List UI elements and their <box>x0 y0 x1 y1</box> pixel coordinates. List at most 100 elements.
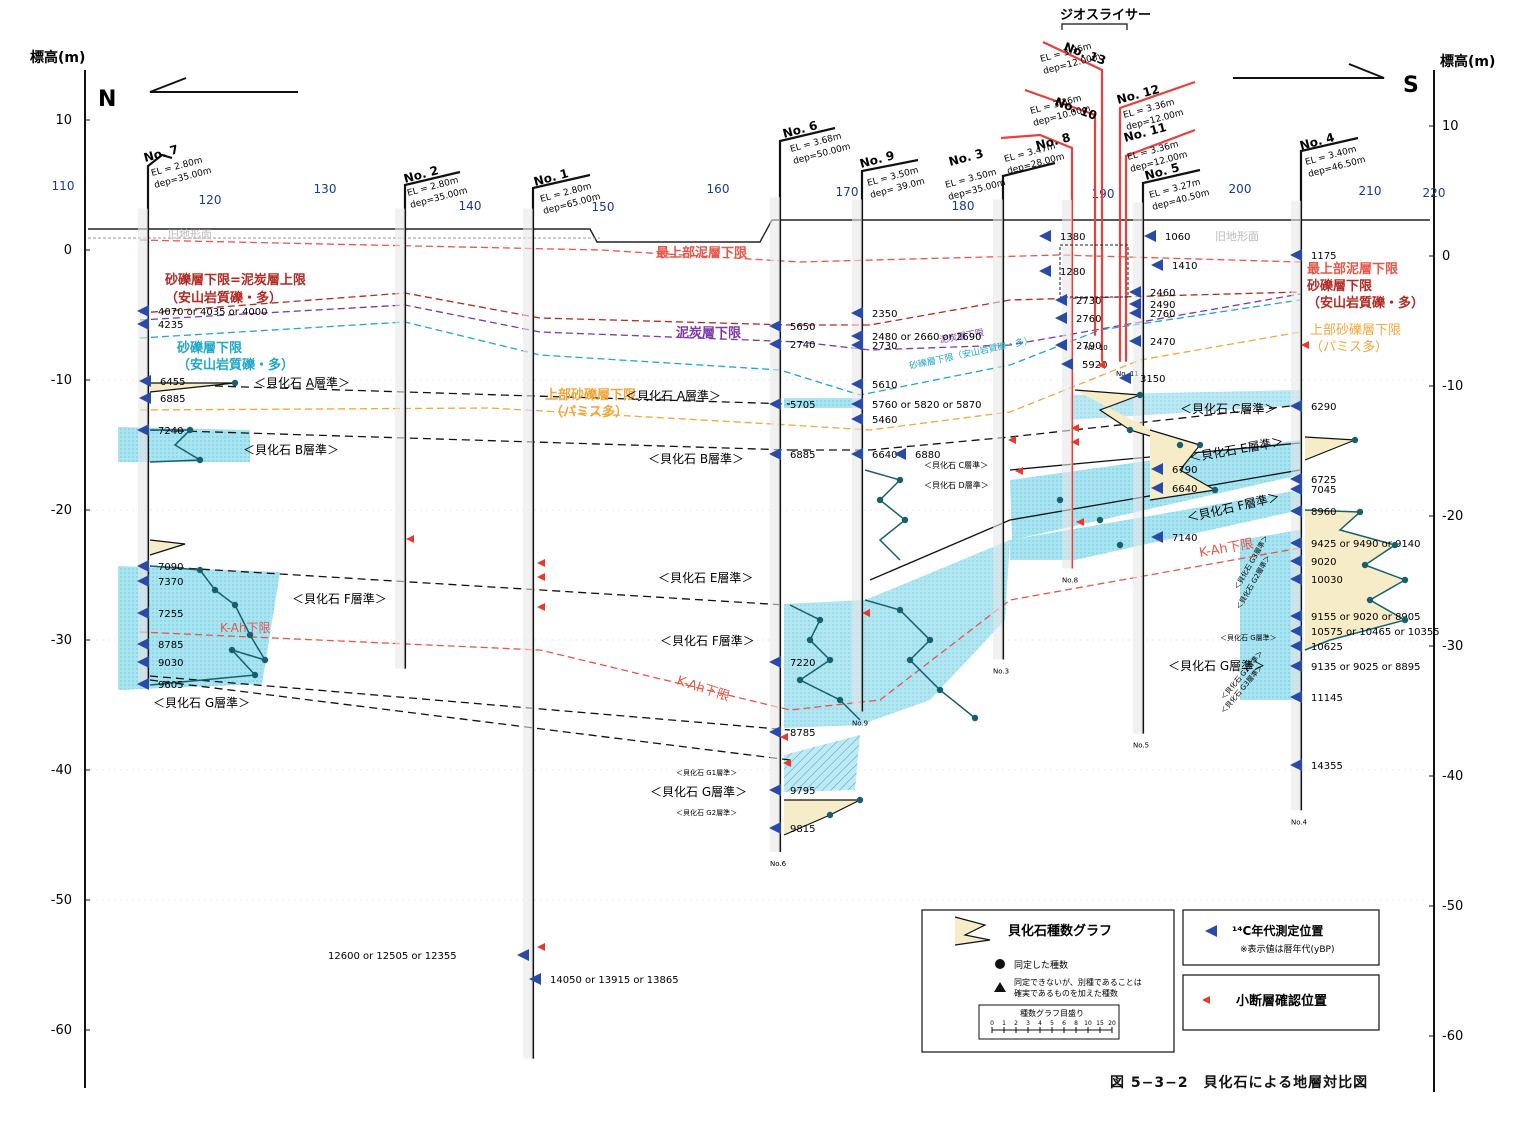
elevation-gridlines <box>90 379 1428 901</box>
fault-marker <box>1301 341 1309 349</box>
fault-marker <box>1008 436 1016 444</box>
scale-tick-label: 15 <box>1096 1020 1104 1027</box>
c14-marker <box>137 607 149 619</box>
borehole-no2-log <box>395 208 405 669</box>
c14-age-label: 14050 or 13915 or 13865 <box>550 975 679 986</box>
c14-marker <box>517 949 529 961</box>
right-tick-label: -10 <box>1442 379 1463 394</box>
c14-age-label: 2760 <box>1150 309 1175 320</box>
species-dot <box>251 671 259 679</box>
species-dot <box>211 586 219 594</box>
distance-label: 110 <box>52 179 75 193</box>
shell-f-left: ＜貝化石 F層準＞ <box>292 591 387 606</box>
c14-marker <box>851 378 863 390</box>
geo-slicer-bracket <box>1061 23 1128 30</box>
scale-tick-label: 10 <box>1084 1020 1092 1027</box>
c14-age-label: 1060 <box>1165 232 1190 243</box>
c14-age-label: 7090 <box>158 562 183 573</box>
c14-age-label: 7255 <box>158 609 183 620</box>
borehole-no7-log <box>138 208 148 682</box>
distance-label: 170 <box>836 185 859 199</box>
c14-age-markers: 4070 or 4035 or 400042356455688572407090… <box>137 230 1440 986</box>
right-tick-label: 0 <box>1442 249 1450 264</box>
c14-age-label: 9155 or 9020 or 8905 <box>1311 612 1421 623</box>
legend-fault-label: 小断層確認位置 <box>1236 993 1327 1009</box>
graph-no9-d <box>864 469 907 561</box>
c14-marker <box>1290 691 1302 703</box>
c14-age-label: 9030 <box>158 658 183 669</box>
c14-marker <box>769 320 781 332</box>
label-kah-base-center: K-Ah下限 <box>675 674 732 705</box>
shell-g-right: ＜貝化石 G層準＞ <box>1168 658 1265 673</box>
scale-tick-label: 0 <box>990 1020 994 1027</box>
c14-marker <box>137 318 149 330</box>
shell-c-right: ＜貝化石 C層準＞ <box>1180 401 1276 416</box>
left-axis-title: 標高(m) <box>30 49 85 66</box>
south-arrow <box>1233 63 1385 79</box>
legend-c14-label: ¹⁴C年代測定位置 <box>1232 923 1323 938</box>
c14-age-label: 8785 <box>158 640 183 651</box>
c14-marker <box>137 678 149 690</box>
scale-tick-label: 3 <box>1026 1020 1030 1027</box>
c14-age-label: 1280 <box>1060 267 1085 278</box>
c14-marker <box>137 638 149 650</box>
correlation-line-b <box>149 429 791 451</box>
distance-label: 180 <box>952 199 975 213</box>
c14-age-label: 3150 <box>1140 374 1165 385</box>
correlation-line-c <box>790 404 1301 451</box>
c14-age-label: 6455 <box>160 377 185 388</box>
legend-triangle-label-2: 確実であるものを加えた種数 <box>1014 988 1118 998</box>
fault-marker <box>1076 518 1084 526</box>
borehole-no3-log <box>993 199 1003 660</box>
c14-marker <box>1290 483 1302 495</box>
right-tick-label: -50 <box>1442 899 1463 914</box>
c14-marker <box>1290 537 1302 549</box>
species-dot <box>1056 496 1064 504</box>
species-dot <box>1356 508 1364 516</box>
c14-marker <box>1290 660 1302 672</box>
borehole-no7-name: No. 7 <box>142 142 180 165</box>
c14-marker <box>137 575 149 587</box>
c14-age-label: 7240 <box>158 426 183 437</box>
species-dot <box>836 696 844 704</box>
species-dot <box>1196 441 1204 449</box>
c14-age-label: 2460 <box>1150 288 1175 299</box>
c14-marker <box>137 560 149 572</box>
c14-age-label: 2740 <box>790 340 815 351</box>
c14-marker <box>137 305 149 317</box>
fossil-zone-f <box>1010 490 1300 560</box>
left-tick-label: -20 <box>51 503 72 518</box>
species-dot <box>896 476 904 484</box>
borehole-no6-column <box>778 126 836 852</box>
fault-marker <box>537 943 545 951</box>
graph-no4-c <box>1304 436 1356 461</box>
c14-age-label: 2730 <box>1076 296 1101 307</box>
graph-no6-g <box>783 799 861 836</box>
c14-marker <box>851 307 863 319</box>
borehole-no4-name: No. 4 <box>1298 130 1336 153</box>
fault-marker <box>1097 361 1105 369</box>
label-right-gravel-sub: （安山岩質礫・多） <box>1307 295 1424 311</box>
species-dot <box>196 566 204 574</box>
c14-marker <box>1129 307 1141 319</box>
c14-age-label: 9135 or 9025 or 8895 <box>1311 662 1421 673</box>
c14-age-label: 6290 <box>1311 402 1336 413</box>
right-tick-label: -40 <box>1442 769 1463 784</box>
c14-marker <box>1290 505 1302 517</box>
shell-f-center: ＜貝化石 F層準＞ <box>660 633 755 648</box>
c14-marker <box>1151 259 1163 271</box>
c14-age-label: 1175 <box>1311 251 1336 262</box>
c14-age-label: 2490 <box>1150 300 1175 311</box>
right-axis-title: 標高(m) <box>1440 53 1495 70</box>
figure-caption: 図 5−3−2 貝化石による地層対比図 <box>1110 1075 1369 1091</box>
c14-marker <box>1290 640 1302 652</box>
c14-age-label: 9425 or 9490 or 9140 <box>1311 539 1421 550</box>
label-upper-gravel-base-sub: （パミス多） <box>550 404 628 420</box>
c14-marker <box>1151 482 1163 494</box>
fault-marker <box>537 573 545 581</box>
boundary-line-gravel-base <box>139 299 1301 396</box>
left-tick-label: -50 <box>51 893 72 908</box>
species-dot <box>246 631 254 639</box>
